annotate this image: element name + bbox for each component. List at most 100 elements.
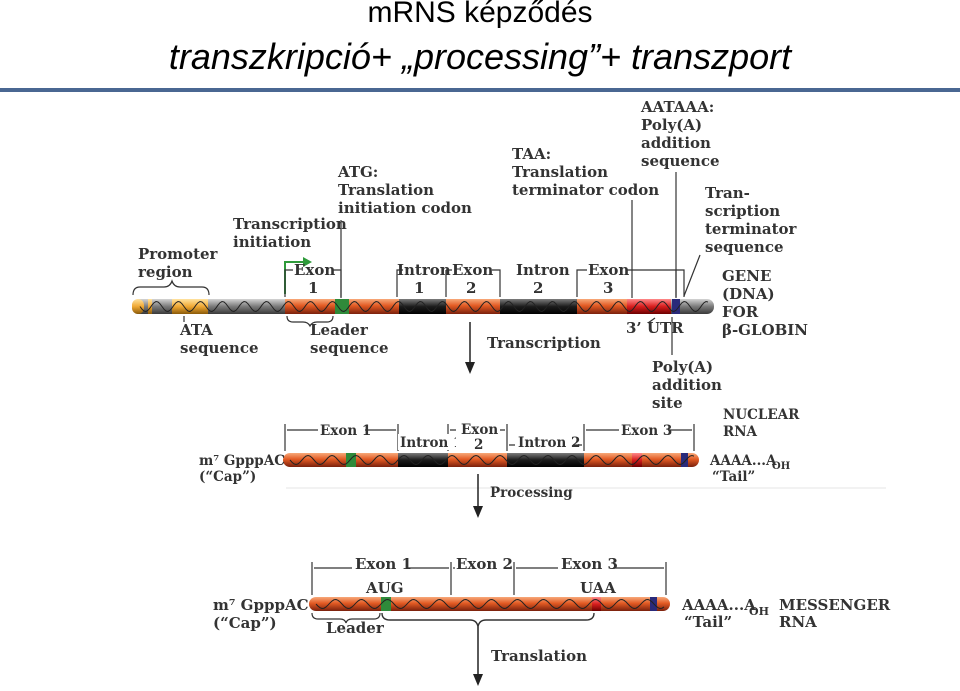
svg-text:AATAAA:: AATAAA: [640,98,714,116]
uaa-codon-label: UAA [580,579,616,597]
messenger-leader-label: Leader [311,612,385,637]
promoter-region-label: Promoter region [132,245,219,296]
nuclear-rna-exon-labels: Exon 1 Intron 1 Exon 2 Intron 2 Exon 3 [320,422,672,453]
processing-arrow: Processing [473,474,573,518]
svg-text:Processing: Processing [490,485,573,501]
svg-text:Promoter: Promoter [138,245,219,263]
gene-name-label: GENE (DNA) FOR β-GLOBIN [722,267,808,339]
svg-text:site: site [652,394,683,412]
svg-text:addition: addition [641,134,711,152]
svg-text:sequence: sequence [180,339,259,357]
messenger-rna-name-label: MESSENGER RNA [779,596,891,631]
svg-text:1: 1 [414,279,424,297]
gene-dna-strand [132,299,714,314]
svg-text:“Tail”: “Tail” [684,613,732,631]
svg-text:Translation: Translation [338,181,434,199]
svg-text:terminator: terminator [705,220,798,238]
nuclear-rna-strand [283,453,699,467]
gene-exon3-label: Exon 3 [588,261,629,297]
gene-intron2-label: Intron 2 [516,261,570,297]
svg-text:OH: OH [772,461,790,472]
svg-text:initiation codon: initiation codon [338,199,472,217]
svg-text:Leader: Leader [326,619,385,637]
gene-exon2-label: Exon 2 [452,261,493,297]
svg-text:Exon: Exon [588,261,629,279]
nuclear-exon3-label: Exon 3 [621,423,672,439]
svg-text:(DNA): (DNA) [722,285,775,303]
svg-text:β-GLOBIN: β-GLOBIN [722,321,808,339]
nuclear-exon1-label: Exon 1 [320,423,371,439]
ata-sequence-label: ATA sequence [179,316,259,357]
gene-region-brackets [284,269,685,297]
messenger-exon3-label: Exon 3 [561,555,618,573]
svg-text:AAAA...A: AAAA...A [709,453,777,469]
title-line-1: mRNS képződés [367,0,593,29]
svg-text:3: 3 [603,279,613,297]
atg-label: ATG: Translation initiation codon [337,163,472,298]
svg-text:Intron: Intron [516,261,570,279]
svg-text:Translation: Translation [491,647,587,665]
svg-text:Exon: Exon [452,261,493,279]
messenger-rna-exon-labels: Exon 1 Exon 2 Exon 3 [355,555,618,573]
svg-text:Tran-: Tran- [705,184,750,202]
arrow-down-icon [473,506,483,518]
nuclear-exon2-label-b: 2 [474,437,483,453]
svg-text:3’ UTR: 3’ UTR [626,319,684,337]
svg-text:Intron: Intron [397,261,451,279]
arrow-down-icon [473,674,483,686]
svg-text:terminator codon: terminator codon [512,181,659,199]
transcription-arrow: Transcription [465,322,601,374]
nuclear-intron2-label: Intron 2 [518,435,580,451]
svg-text:Transcription: Transcription [233,215,347,233]
transcription-terminator-label: Tran- scription terminator sequence [683,184,798,297]
messenger-rna-tail-label: AAAA...A OH “Tail” [681,596,769,631]
svg-text:1: 1 [308,279,318,297]
svg-text:addition: addition [652,376,722,394]
messenger-rna-strand [309,597,670,611]
messenger-rna-brackets [311,562,667,595]
arrow-down-icon [465,362,475,374]
leader-sequence-label: Leader sequence [286,315,389,357]
transcription-initiation-label: Transcription initiation [233,215,347,294]
svg-text:Exon: Exon [294,261,335,279]
svg-text:Translation: Translation [512,163,608,181]
svg-text:Poly(A): Poly(A) [652,358,713,376]
svg-text:NUCLEAR: NUCLEAR [723,407,800,423]
svg-text:Leader: Leader [310,321,369,339]
title-line-2: transzkripció+ „processing”+ transzport [168,36,792,77]
nuclear-intron1-label: Intron 1 [400,435,462,451]
nuclear-rna-name-label: NUCLEAR RNA [723,407,800,440]
svg-text:scription: scription [705,202,780,220]
svg-text:GENE: GENE [722,267,771,285]
svg-text:sequence: sequence [310,339,389,357]
taa-label: TAA: Translation terminator codon [512,145,659,298]
nuclear-rna-tail-label: AAAA...A OH “Tail” [709,453,790,485]
nuclear-rna-cap-label: m⁷ GpppAC (“Cap”) [199,453,285,485]
nuclear-exon2-label-a: Exon [461,422,498,438]
svg-text:2: 2 [466,279,476,297]
svg-text:region: region [138,263,193,281]
svg-text:ATG:: ATG: [337,163,378,181]
svg-text:2: 2 [533,279,543,297]
translation-arrow: Translation [473,627,587,686]
coding-region-brace [381,612,595,628]
transcription-start-arrow-icon [303,257,312,267]
svg-text:Poly(A): Poly(A) [641,116,702,134]
polya-addition-site-label: Poly(A) addition site [652,317,722,412]
title-divider [0,88,960,92]
svg-text:UAA: UAA [580,579,616,597]
svg-text:RNA: RNA [723,424,758,440]
messenger-exon1-label: Exon 1 [355,555,412,573]
svg-text:initiation: initiation [233,233,311,251]
svg-text:AAAA...A: AAAA...A [681,596,756,614]
svg-text:TAA:: TAA: [512,145,551,163]
svg-text:AUG: AUG [365,579,404,597]
aug-codon-label: AUG [365,579,404,597]
messenger-rna-cap-label: m⁷ GpppAC (“Cap”) [213,596,309,632]
svg-text:(“Cap”): (“Cap”) [199,469,256,485]
gene-intron1-label: Intron 1 [397,261,451,297]
svg-text:m⁷ GpppAC: m⁷ GpppAC [213,596,309,614]
svg-text:m⁷ GpppAC: m⁷ GpppAC [199,453,285,469]
svg-text:FOR: FOR [722,303,759,321]
